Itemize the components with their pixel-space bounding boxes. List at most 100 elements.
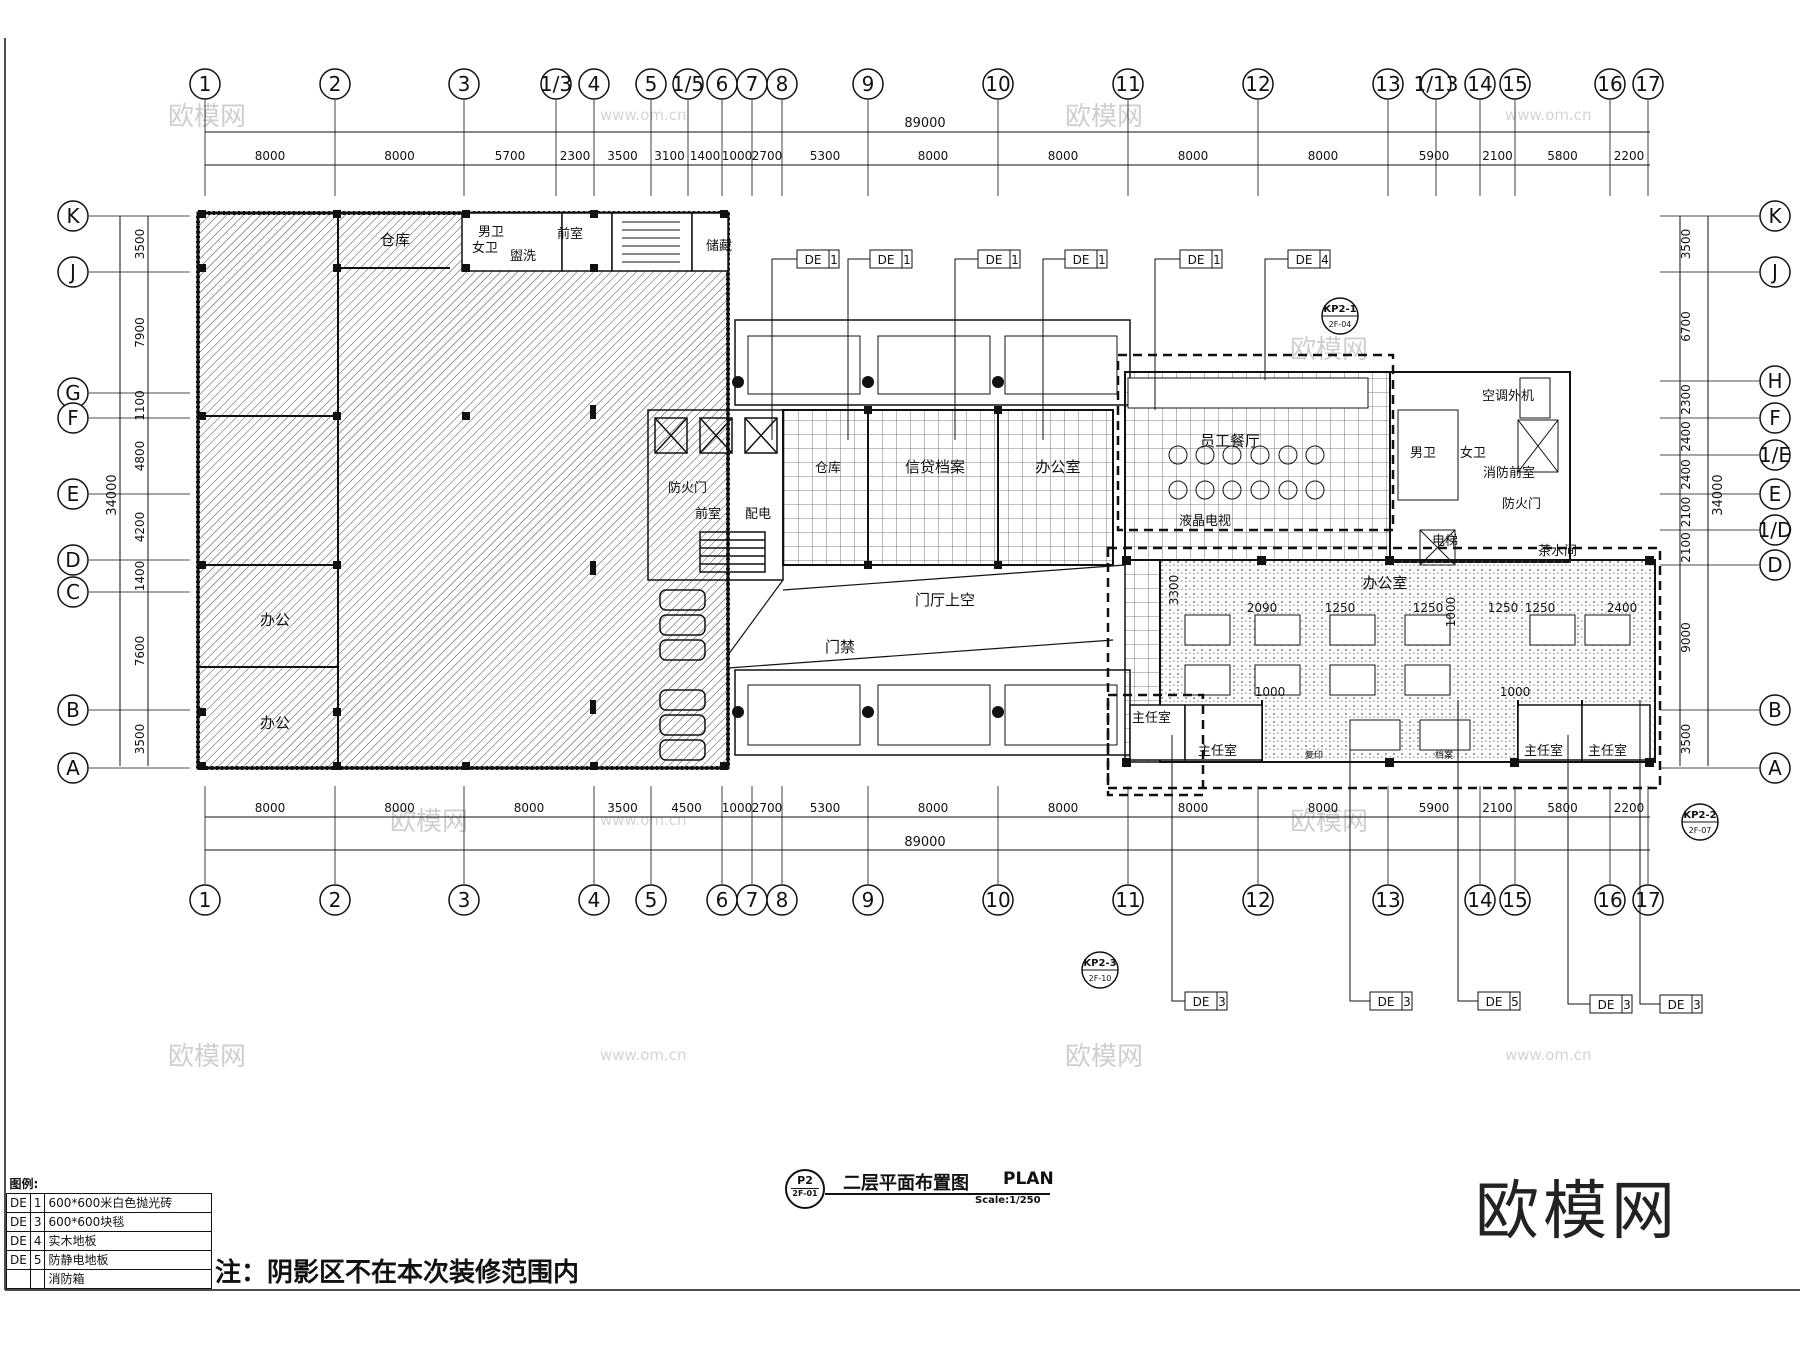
row-axis-bubble: D [1759, 549, 1791, 581]
sheet-number: P2 [797, 1174, 813, 1187]
drawing-title-block: P2 2F-01 二层平面布置图 PLAN Scale:1/250 [785, 1165, 1065, 1211]
interior-dimension-label: 1000 [1255, 685, 1286, 699]
dimension-label: 3500 [1679, 724, 1693, 755]
column-axis-bubble-label: 6 [716, 888, 729, 912]
material-tag-num: 1 [1098, 253, 1106, 267]
column-axis-bubble-label: 12 [1245, 888, 1270, 912]
column-axis-bubble-label: 13 [1375, 72, 1400, 96]
room-label-storage: 储藏 [706, 239, 732, 254]
column-axis-bubble-label: 15 [1502, 888, 1527, 912]
column-axis-bubble: 12 [1242, 884, 1274, 916]
column-axis-bubble-label: 15 [1502, 72, 1527, 96]
column-axis-bubble-label: 7 [746, 888, 759, 912]
dimension-label: 5900 [1419, 801, 1450, 815]
room-label-water-room: 茶水间 [1538, 543, 1577, 559]
material-tag-num: 1 [1011, 253, 1019, 267]
dimension-label: 2200 [1614, 149, 1645, 163]
material-tag-code: DE [1296, 253, 1313, 267]
column-axis-bubble-label: 2 [329, 888, 342, 912]
column-axis-bubble-label: 8 [776, 72, 789, 96]
dimension-label: 1400 [690, 149, 721, 163]
watermark-text: 欧模网 [1290, 807, 1368, 837]
right-total-dimension: 34000 [1711, 474, 1726, 515]
row-axis-bubble: A [57, 752, 89, 784]
room-label-office-mid: 办公室 [1035, 458, 1080, 476]
column-axis-bubble: 12 [1242, 68, 1274, 100]
dimension-label: 8000 [384, 801, 415, 815]
row-axis-bubble-label: F [67, 406, 79, 430]
dimension-label: 8000 [514, 801, 545, 815]
column-axis-bubble: 6 [706, 68, 738, 100]
dimension-label: 5300 [810, 149, 841, 163]
drawing-title: 二层平面布置图 [843, 1173, 969, 1194]
column-axis-bubble: 14 [1464, 884, 1496, 916]
dimension-label: 5800 [1547, 801, 1578, 815]
room-label-fire-anteroom: 消防前室 [1483, 465, 1535, 481]
material-tag-code: DE [1486, 995, 1503, 1009]
row-axis-bubble-label: K [66, 204, 80, 228]
legend-num: 1 [29, 1193, 46, 1213]
dimension-label: 7900 [133, 317, 147, 348]
legend-desc: 防静电地板 [44, 1250, 213, 1270]
middle-block [727, 319, 1131, 756]
dimension-label: 8000 [1178, 149, 1209, 163]
material-tag-code: DE [1188, 253, 1205, 267]
column-axis-bubble-label: 1/3 [540, 72, 572, 96]
column-axis-bubble: 15 [1499, 884, 1531, 916]
material-tag-code: DE [805, 253, 822, 267]
zoom-callout-ref: 2F-04 [1329, 320, 1352, 329]
dimension-label: 4200 [133, 512, 147, 543]
column-axis-bubble-label: 10 [985, 72, 1010, 96]
column-axis-bubble: 3 [448, 884, 480, 916]
dimension-label: 2300 [560, 149, 591, 163]
row-axis-bubble: J [57, 256, 89, 288]
room-label-warehouse-mid: 仓库 [815, 460, 841, 476]
column-axis-bubble: 8 [766, 884, 798, 916]
column-axis-bubble-label: 5 [645, 72, 658, 96]
dimension-label: 8000 [918, 801, 949, 815]
legend-row: DE 4 实木地板 [6, 1231, 213, 1251]
dimension-label: 5300 [810, 801, 841, 815]
column-axis-bubble: 10 [982, 68, 1014, 100]
column-axis-bubble-label: 13 [1375, 888, 1400, 912]
column-axis-bubble-label: 11 [1115, 72, 1140, 96]
watermark-url: www.om.cn [1505, 106, 1592, 124]
interior-dimension-label: 3300 [1167, 575, 1181, 606]
dimension-label: 8000 [1178, 801, 1209, 815]
interior-dimension-label: 2090 [1247, 601, 1278, 615]
dimension-label: 3500 [133, 724, 147, 755]
zoom-callout-ref: 2F-10 [1089, 974, 1112, 983]
left-building-block [196, 210, 730, 770]
room-label-office-left-2: 办公 [260, 714, 290, 732]
dimension-label: 5900 [1419, 149, 1450, 163]
column-axis-bubble-label: 1 [199, 72, 212, 96]
dimension-label: 4500 [671, 801, 702, 815]
drawing-scale: Scale:1/250 [975, 1195, 1041, 1206]
legend-desc: 600*600块毯 [44, 1212, 213, 1232]
legend-num [29, 1269, 46, 1289]
room-label-male-wc: 男卫 [478, 225, 504, 240]
room-label-male-wc-2: 男卫 [1410, 446, 1436, 461]
row-axis-bubble: K [57, 200, 89, 232]
watermark-text: 欧模网 [168, 1042, 246, 1072]
legend-num: 5 [29, 1250, 46, 1270]
dimension-label: 4800 [133, 441, 147, 472]
column-axis-bubble-label: 16 [1597, 888, 1622, 912]
column-axis-bubble-label: 9 [862, 888, 875, 912]
column-axis-bubble: 16 [1594, 884, 1626, 916]
column-axis-bubble: 14 [1464, 68, 1496, 100]
material-tag-num: 5 [1511, 995, 1519, 1009]
interior-dimension-label: 1000 [1500, 685, 1531, 699]
dimension-label: 2400 [1679, 421, 1693, 452]
row-axis-bubble-label: B [66, 698, 80, 722]
interior-dimension-label: 1250 [1325, 601, 1356, 615]
legend-row: DE 3 600*600块毯 [6, 1212, 213, 1232]
column-axis-bubble-label: 1/13 [1414, 72, 1459, 96]
room-label-anteroom: 前室 [557, 226, 583, 242]
